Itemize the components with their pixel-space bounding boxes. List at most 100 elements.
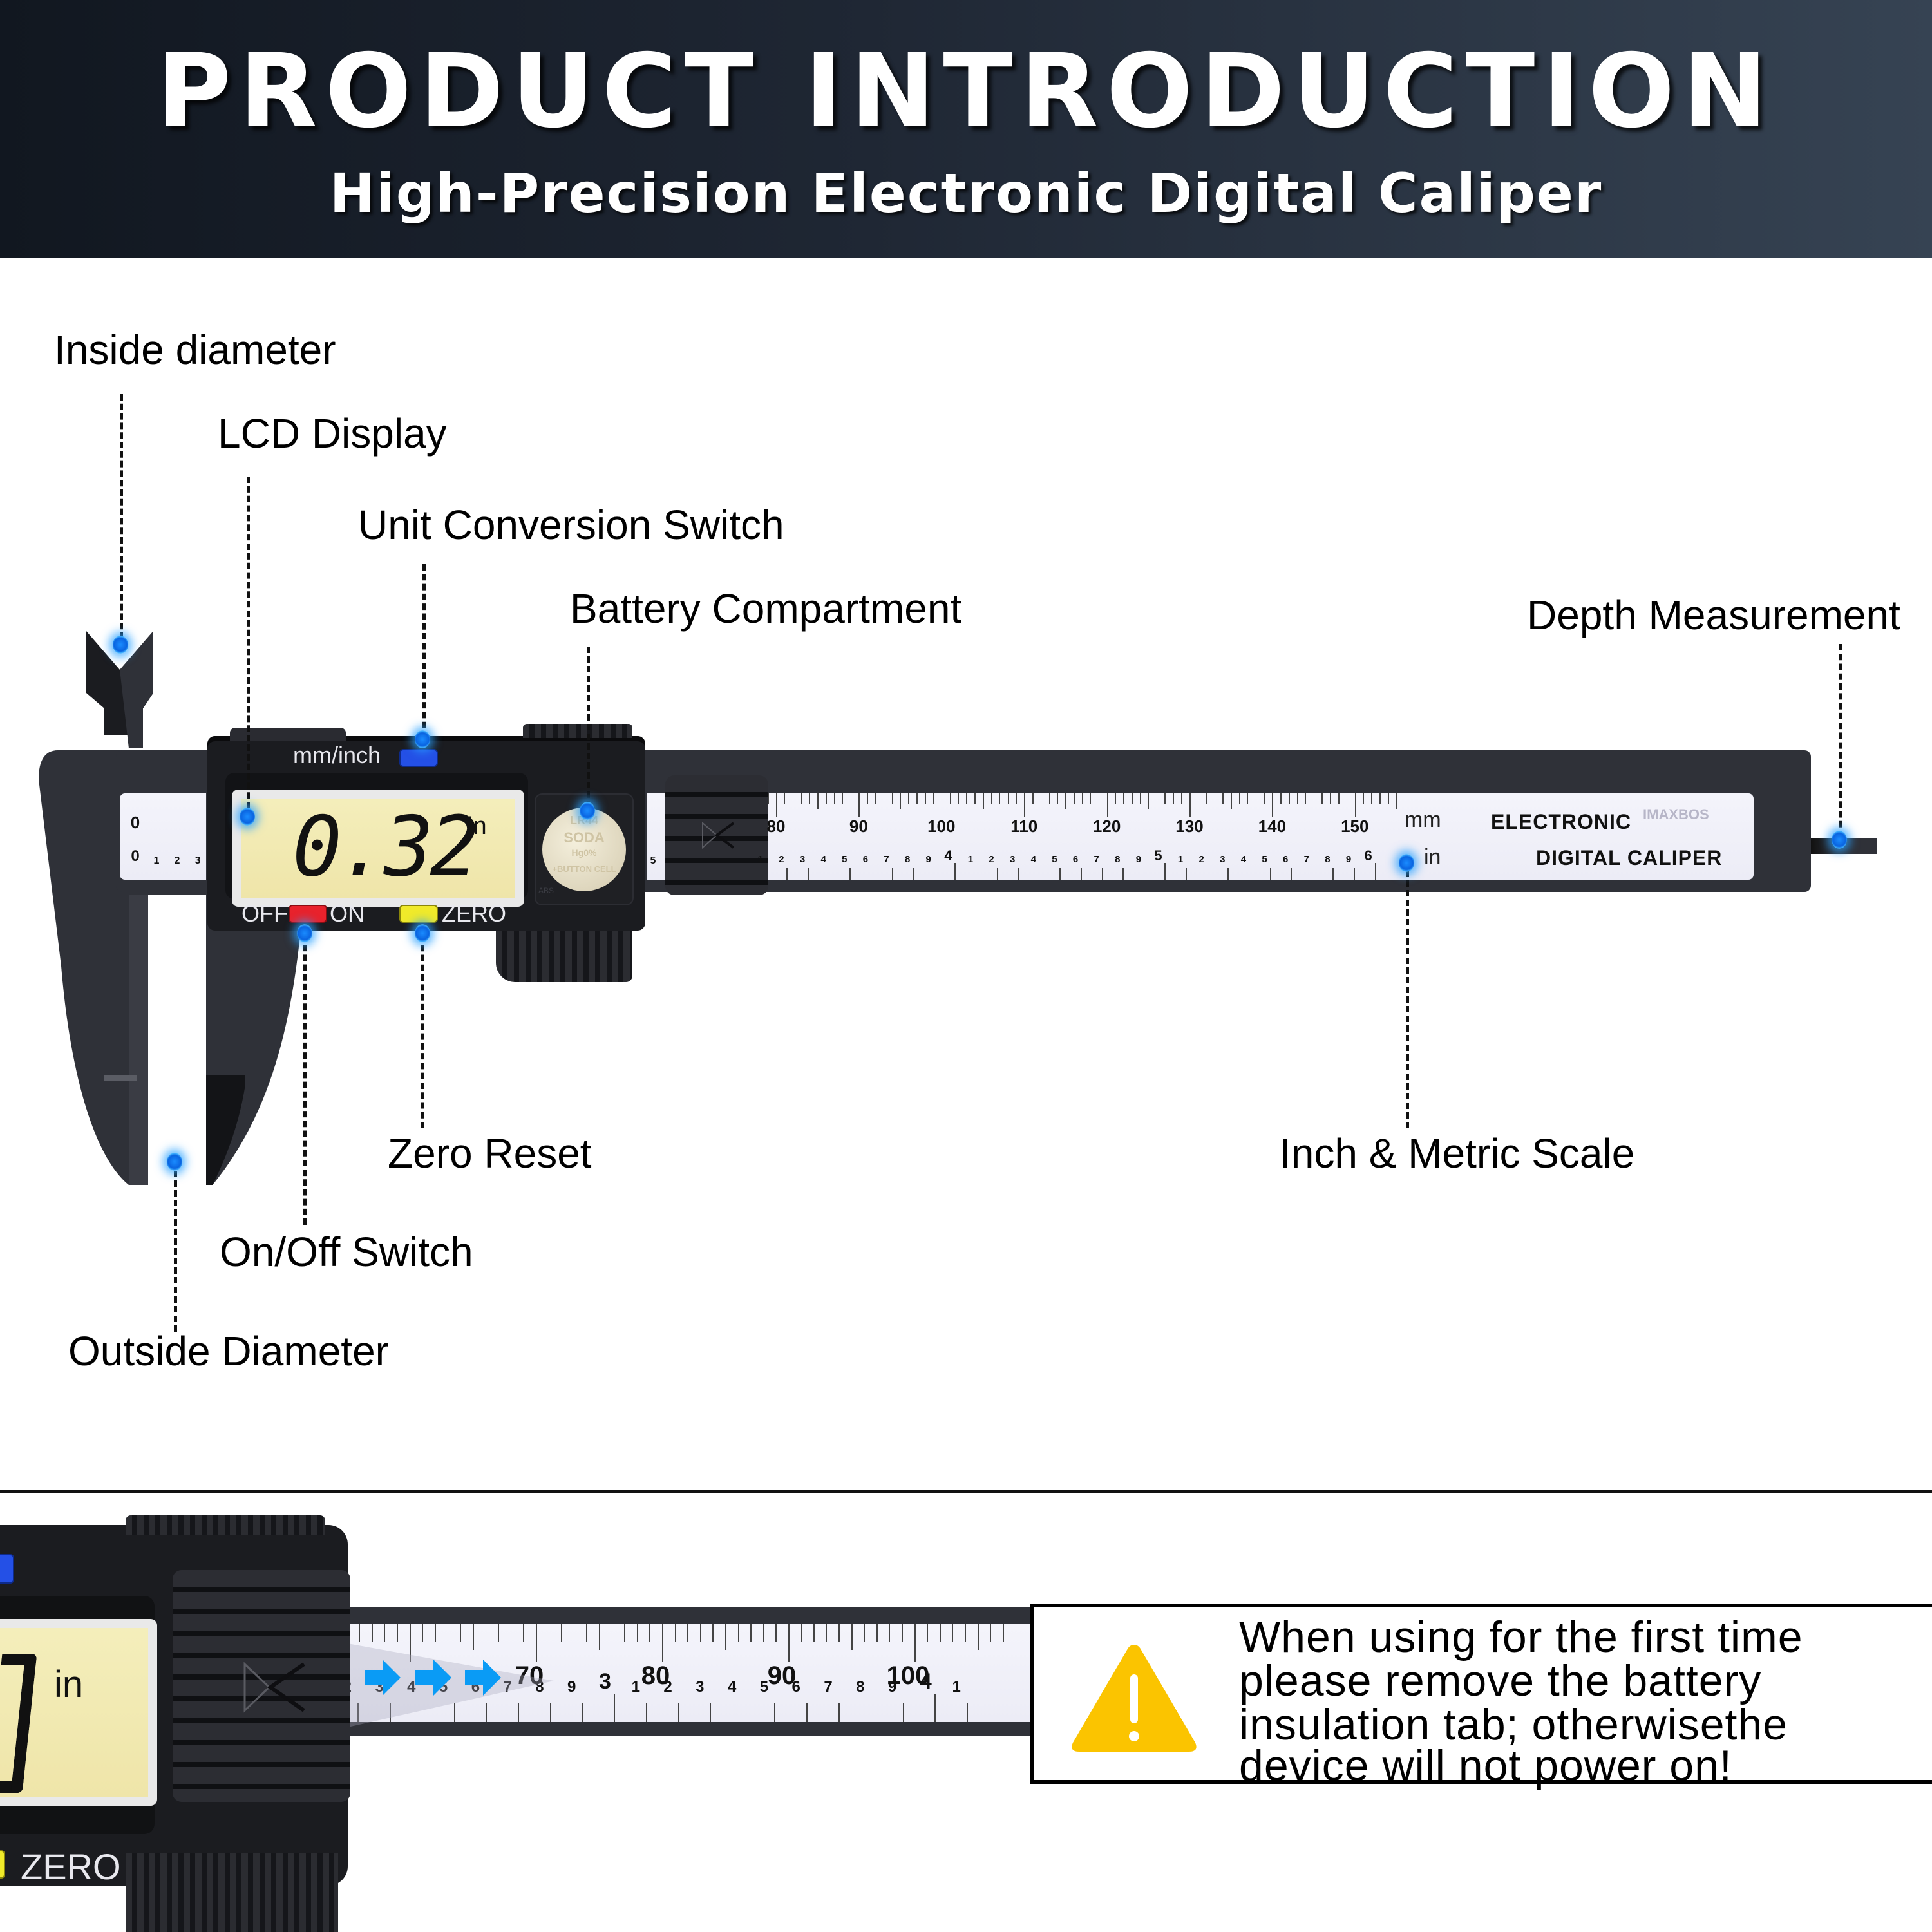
closeup-inch-tick xyxy=(614,1694,616,1722)
inch-tick xyxy=(933,868,935,880)
on-off-marker[interactable] xyxy=(297,924,312,942)
on-label: ON xyxy=(330,900,365,927)
inch-subdivision-label: 9 xyxy=(1345,854,1352,865)
metric-tick xyxy=(1247,793,1249,804)
battery-coin: LR44 SODA Hg0% +BUTTON CELL xyxy=(542,808,626,891)
lock-screw-knob[interactable] xyxy=(665,775,768,895)
unit-switch-marker[interactable] xyxy=(415,730,430,748)
warning-box: When using for the first time please rem… xyxy=(1030,1604,1932,1788)
closeup-metric-tick xyxy=(410,1624,411,1662)
metric-label: 150 xyxy=(1341,817,1369,836)
metric-tick xyxy=(966,793,967,804)
warning-line-4: device will not power on! xyxy=(1239,1741,1732,1790)
outside-diameter-leader xyxy=(174,1171,177,1332)
closeup-metric-tick xyxy=(978,1624,979,1650)
inch-tick xyxy=(1291,868,1292,880)
closeup-metric-tick xyxy=(940,1624,941,1642)
metric-label: 90 xyxy=(849,817,868,836)
metric-tick xyxy=(1016,793,1017,804)
inch-metric-marker[interactable] xyxy=(1399,854,1414,872)
closeup-metric-tick xyxy=(737,1624,739,1642)
closeup-inch-tick xyxy=(646,1703,647,1722)
section-divider xyxy=(0,1490,1932,1493)
battery-text-cell: +BUTTON CELL xyxy=(552,864,616,874)
metric-tick xyxy=(1231,793,1232,809)
inch-tick xyxy=(1059,868,1061,880)
metric-label: 80 xyxy=(766,817,786,836)
zero-button[interactable] xyxy=(399,905,438,923)
closeup-metric-tick xyxy=(1015,1624,1017,1642)
lcd-display: 0.32 in xyxy=(232,790,524,907)
closeup-metric-tick xyxy=(687,1624,688,1642)
closeup-scale-strip: 70809010023456789312345678941 xyxy=(343,1624,1032,1727)
label-outside-diameter: Outside Diameter xyxy=(68,1328,389,1374)
arrow-right-icon xyxy=(365,1660,401,1696)
closeup-unit-button[interactable] xyxy=(0,1554,14,1584)
inch-subdivision-label: 1 xyxy=(967,854,974,865)
pointer-marker-icon xyxy=(702,821,735,849)
closeup-inch-tick xyxy=(902,1703,904,1722)
label-battery-compartment: Battery Compartment xyxy=(570,585,962,632)
inch-subdivision-label: 7 xyxy=(1303,854,1309,865)
inside-diameter-marker[interactable] xyxy=(113,636,128,654)
metric-label: 100 xyxy=(927,817,956,836)
metric-tick xyxy=(1214,793,1216,804)
on-off-leader xyxy=(303,935,307,1225)
depth-marker[interactable] xyxy=(1832,831,1847,849)
inch-subdivision-label: 7 xyxy=(884,854,889,865)
unit-button-label: mm/inch xyxy=(293,742,381,768)
closeup-inch-subdivision-label: 8 xyxy=(856,1678,865,1696)
inch-subdivision-label: 4 xyxy=(1030,854,1036,865)
outside-diameter-marker[interactable] xyxy=(167,1153,182,1171)
metric-tick xyxy=(916,793,918,804)
metric-tick xyxy=(826,793,827,804)
closeup-inch-tick xyxy=(934,1694,936,1722)
inch-subdivision-label: 4 xyxy=(820,854,826,865)
metric-tick xyxy=(1098,793,1100,804)
inch-tick xyxy=(975,868,977,880)
metric-tick xyxy=(1222,793,1224,804)
closeup-metric-tick xyxy=(712,1624,714,1642)
thumb-grip-top xyxy=(523,724,632,738)
zero-reset-marker[interactable] xyxy=(415,924,430,942)
closeup-metric-tick xyxy=(965,1624,966,1642)
metric-tick xyxy=(1115,793,1116,804)
closeup-metric-tick xyxy=(990,1624,992,1642)
closeup-metric-tick xyxy=(611,1624,613,1642)
closeup-metric-tick xyxy=(573,1624,575,1642)
battery-marker[interactable] xyxy=(580,802,595,820)
closeup-metric-label: 70 xyxy=(515,1662,544,1690)
metric-tick xyxy=(1371,793,1372,804)
start-inch-sub-3: 3 xyxy=(194,855,201,866)
metric-tick xyxy=(883,793,885,804)
closeup-inch-subdivision-label: 8 xyxy=(535,1678,544,1696)
inch-tick xyxy=(1038,868,1040,880)
mid-inch-5: 5 xyxy=(650,855,656,866)
battery-text-soda: SODA xyxy=(564,829,605,846)
closeup-lock-knob[interactable] xyxy=(173,1570,350,1802)
closeup-zero-button[interactable] xyxy=(0,1850,5,1879)
power-button[interactable] xyxy=(289,905,327,923)
metric-tick xyxy=(1338,793,1340,804)
zero-label: ZERO xyxy=(442,900,507,927)
closeup-metric-tick xyxy=(750,1624,752,1642)
closeup-metric-tick xyxy=(384,1624,386,1642)
closeup-lcd-unit: in xyxy=(54,1663,84,1705)
closeup-inch-tick xyxy=(390,1703,391,1722)
label-lcd-display: LCD Display xyxy=(218,410,447,457)
slider-top-tab xyxy=(230,728,346,741)
metric-tick xyxy=(974,793,976,804)
closeup-inch-subdivision-label: 1 xyxy=(631,1678,640,1696)
inch-subdivision-label: 7 xyxy=(1094,854,1099,865)
closeup-inch-tick xyxy=(806,1703,808,1722)
unit-conversion-button[interactable] xyxy=(399,749,438,767)
lcd-display-marker[interactable] xyxy=(240,808,255,826)
closeup-metric-tick xyxy=(649,1624,650,1642)
closeup-metric-tick xyxy=(586,1624,587,1642)
inch-subdivision-label: 2 xyxy=(989,854,994,865)
warning-line-1: When using for the first time xyxy=(1239,1613,1803,1662)
inch-tick xyxy=(891,868,893,880)
metric-tick xyxy=(958,793,959,804)
label-depth-measurement: Depth Measurement xyxy=(1527,592,1900,638)
closeup-lcd-digit-fragment xyxy=(0,1654,37,1793)
